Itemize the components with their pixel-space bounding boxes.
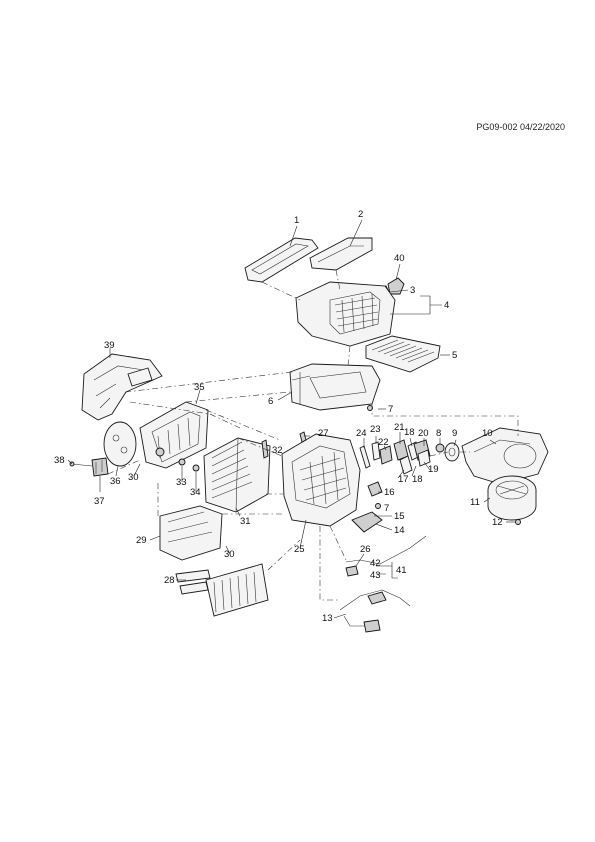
callout-12: 12 — [492, 517, 503, 528]
callout-14: 14 — [394, 525, 405, 536]
callout-4: 4 — [444, 300, 449, 311]
callout-32: 32 — [272, 445, 283, 456]
part-19-actuator — [417, 449, 431, 467]
part-34-clip — [192, 464, 200, 472]
leader-lines — [67, 219, 516, 619]
callout-41: 41 — [396, 565, 407, 576]
callout-33: 33 — [176, 477, 187, 488]
callout-38: 38 — [54, 455, 65, 466]
part-12-screw — [515, 519, 521, 525]
callout-5: 5 — [452, 350, 457, 361]
callout-36: 36 — [110, 476, 121, 487]
callout-31: 31 — [240, 516, 251, 527]
part-38-screw — [69, 461, 93, 467]
callout-35: 35 — [194, 382, 205, 393]
callout-18-lower: 18 — [412, 474, 423, 485]
callout-3: 3 — [410, 285, 415, 296]
part-41-harness — [345, 535, 427, 577]
callout-21: 21 — [394, 422, 405, 433]
callout-24: 24 — [356, 428, 367, 439]
callout-28: 28 — [164, 575, 175, 586]
part-16-actuator — [367, 481, 383, 497]
callout-9: 9 — [452, 428, 457, 439]
callout-39: 39 — [104, 340, 115, 351]
part-7-screw-upper — [367, 405, 373, 411]
part-14-bracket — [351, 511, 383, 533]
part-9-seal — [444, 442, 460, 462]
part-8-clip — [435, 443, 445, 453]
callout-30-upper: 30 — [128, 472, 139, 483]
callout-2: 2 — [358, 209, 363, 220]
part-2-cover — [309, 237, 373, 271]
callout-13: 13 — [322, 613, 333, 624]
callout-15: 15 — [394, 511, 405, 522]
assembly-lines — [107, 269, 519, 601]
part-10-blower-housing — [461, 427, 549, 485]
callout-19: 19 — [428, 464, 439, 475]
part-13-wiring-harness — [339, 589, 411, 633]
callout-17: 17 — [398, 474, 409, 485]
part-35-heater-housing — [139, 401, 209, 469]
callout-43: 43 — [370, 570, 381, 581]
diagram-reference-code: PG09-002 04/22/2020 — [476, 122, 565, 132]
part-36-oval-plate — [103, 421, 137, 467]
callout-7-upper: 7 — [388, 404, 393, 415]
callout-40: 40 — [394, 253, 405, 264]
callout-labels: 1 2 3 4 5 6 7 7 8 9 10 11 12 13 14 15 16… — [54, 209, 503, 624]
callout-1: 1 — [294, 215, 299, 226]
callout-37: 37 — [94, 496, 105, 507]
callout-22: 22 — [378, 437, 389, 448]
part-11-blower-motor — [487, 475, 537, 521]
part-39-duct — [81, 353, 163, 421]
part-28-heater-core — [175, 563, 269, 617]
part-22-actuator — [379, 445, 393, 465]
callout-27: 27 — [318, 428, 329, 439]
part-7-screw-lower — [375, 503, 381, 509]
callout-26: 26 — [360, 544, 371, 555]
callout-23: 23 — [370, 424, 381, 435]
callout-6: 6 — [268, 396, 273, 407]
callout-8: 8 — [436, 428, 441, 439]
part-6-mid-housing — [289, 363, 381, 411]
part-24-lever — [359, 445, 371, 469]
callout-25: 25 — [294, 544, 305, 555]
part-33-clip — [178, 458, 186, 466]
part-25-main-case — [281, 431, 361, 527]
callout-30-lower: 30 — [224, 549, 235, 560]
callout-16: 16 — [384, 487, 395, 498]
callout-34: 34 — [190, 487, 201, 498]
part-31-evaporator — [203, 437, 271, 513]
callout-20: 20 — [418, 428, 429, 439]
callout-10: 10 — [482, 428, 493, 439]
part-17-actuator — [399, 455, 413, 475]
part-4-upper-case — [295, 281, 396, 347]
callout-42: 42 — [370, 558, 381, 569]
part-29-lower-panel — [159, 505, 223, 561]
callout-7-lower: 7 — [384, 503, 389, 514]
callout-11: 11 — [470, 497, 480, 508]
part-5-cabin-filter — [365, 335, 441, 373]
callout-18-upper: 18 — [404, 427, 415, 438]
part-37-actuator — [91, 457, 109, 477]
part-1-gasket — [244, 237, 319, 283]
callout-29: 29 — [136, 535, 147, 546]
